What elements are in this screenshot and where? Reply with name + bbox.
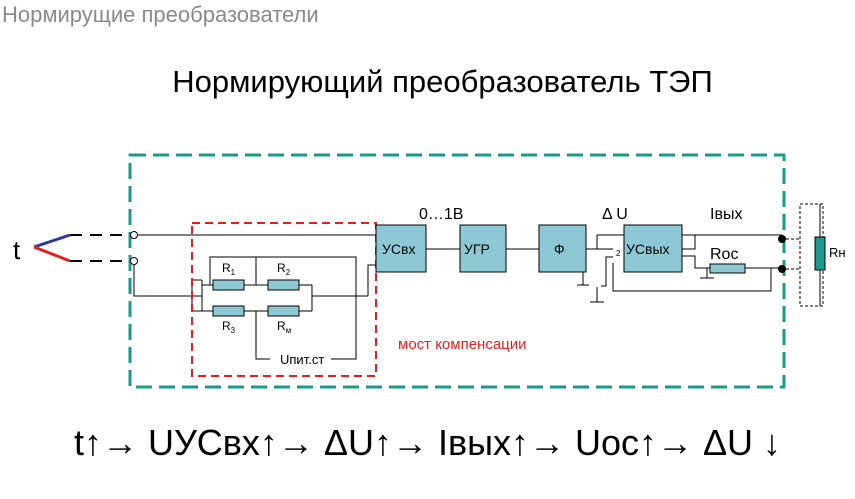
- i-out-label: Iвых: [710, 206, 742, 223]
- section-title: Нормирущие преобразователи: [2, 2, 319, 27]
- load-wiring: [786, 238, 800, 270]
- delta-u-label: Δ U: [602, 206, 628, 223]
- pin-2-label: 2: [616, 249, 621, 258]
- r2-label: R2: [277, 261, 291, 277]
- block-f-label: Ф: [554, 241, 565, 257]
- resistor-rn: [814, 236, 826, 271]
- block-usvx: [375, 224, 427, 273]
- block-f: [538, 224, 587, 273]
- supply-label: Uпит.ст: [280, 352, 324, 367]
- bridge-caption: мост компенсации: [398, 336, 527, 353]
- resistor-rm: [267, 305, 300, 317]
- load-frame: [799, 203, 824, 307]
- thermocouple-icon: [33, 233, 128, 263]
- block-usvyx-label: УСвых: [626, 241, 670, 257]
- input-terminal-top: [130, 231, 138, 239]
- wiring: [133, 234, 782, 360]
- r-fb-label: Roc: [710, 246, 738, 263]
- formula: t↑→ UУСвх↑→ ΔU↑→ Iвых↑→ Uoc↑→ ΔU ↓: [73, 422, 782, 463]
- block-usvyx: [623, 224, 683, 273]
- resistor-r1: [212, 279, 245, 291]
- block-ugr-label: УГР: [464, 241, 490, 257]
- resistor-r3: [212, 305, 245, 317]
- input-terminal-bottom: [130, 257, 138, 265]
- r-load-label: Rн: [829, 245, 846, 260]
- output-terminal-bottom: [778, 265, 786, 273]
- r1-label: R1: [222, 261, 236, 277]
- r3-label: R3: [222, 319, 236, 335]
- block-ugr: [459, 224, 507, 273]
- resistor-roc: [709, 263, 746, 274]
- block-usvx-label: УСвх: [382, 241, 415, 257]
- slide-title: Нормирующий преобразователь ТЭП: [172, 64, 713, 99]
- range-label: 0…1В: [419, 206, 463, 223]
- rm-label: Rм: [277, 319, 291, 335]
- compensation-bridge-frame: [191, 222, 377, 377]
- input-label: t: [13, 235, 21, 265]
- resistor-r2: [267, 279, 300, 291]
- output-terminal-top: [778, 235, 786, 243]
